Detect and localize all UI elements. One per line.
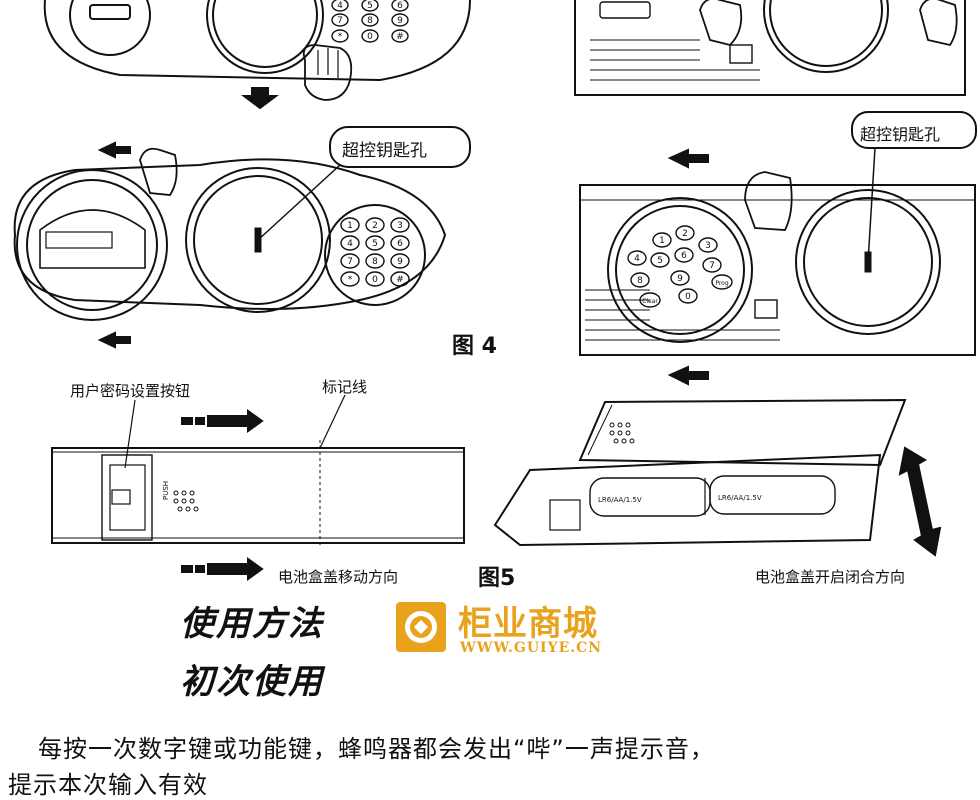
manual-diagrams: 4 5 6 7 8 9 * 0 # 1 2 3 4 5 6 7 8 9 * 0 … — [13, 0, 977, 581]
rot-key-9: 9 — [677, 274, 683, 284]
rot-key-8: 8 — [637, 276, 643, 286]
top-key-9: 9 — [397, 16, 403, 26]
rot-key-3: 3 — [705, 241, 711, 251]
battery-cover-move-label: 电池盒盖移动方向 — [278, 568, 399, 586]
logo-url: WWW.GUIYE.CN — [460, 640, 603, 656]
battery-cover-open-close-label: 电池盒盖开启闭合方向 — [755, 568, 906, 586]
fig4-left-panel — [13, 126, 471, 349]
top-key-hash: # — [396, 32, 404, 42]
rot-key-6: 6 — [681, 251, 687, 261]
battery-spec-2: LR6/AA/1.5V — [718, 494, 762, 502]
left-key-4: 4 — [347, 239, 353, 249]
left-key-1: 1 — [347, 221, 353, 231]
fig4-right-panel — [579, 111, 977, 386]
left-key-3: 3 — [397, 221, 403, 231]
left-key-2: 2 — [372, 221, 378, 231]
top-right-lock-illustration — [574, 0, 966, 96]
super-key-hole-callout-left: 超控钥匙孔 — [342, 141, 427, 161]
instruction-line-2: 提示本次输入有效 — [8, 771, 208, 799]
left-key-9: 9 — [397, 257, 403, 267]
left-key-5: 5 — [372, 239, 378, 249]
coin-logo-icon — [396, 602, 446, 652]
left-key-star: * — [348, 275, 353, 285]
left-key-hash: # — [396, 275, 404, 285]
guiye-logo-mark — [394, 598, 448, 654]
super-key-hole-callout-right: 超控钥匙孔 — [860, 125, 941, 144]
top-key-6: 6 — [397, 1, 403, 11]
figure-5-label: 图5 — [478, 566, 516, 591]
push-label: PUSH — [162, 481, 170, 500]
left-key-6: 6 — [397, 239, 403, 249]
section-title-first-use: 初次使用 — [180, 662, 324, 702]
left-key-7: 7 — [347, 257, 353, 267]
rot-key-prog: Prog — [715, 280, 729, 287]
top-key-5: 5 — [367, 1, 373, 11]
rot-key-1: 1 — [659, 236, 665, 246]
top-key-4: 4 — [337, 1, 343, 11]
rot-key-0: 0 — [685, 292, 691, 302]
rot-key-2: 2 — [682, 229, 688, 239]
top-key-7: 7 — [337, 16, 343, 26]
rot-key-7: 7 — [709, 261, 715, 271]
top-left-lock-illustration — [43, 0, 471, 110]
logo-name-cn: 柜业商城 — [458, 604, 598, 644]
section-title-usage: 使用方法 — [180, 604, 324, 644]
mark-line-label: 标记线 — [322, 378, 368, 396]
left-key-8: 8 — [372, 257, 378, 267]
fig5-right-battery-box — [493, 398, 942, 557]
rot-key-5: 5 — [657, 256, 663, 266]
instruction-line-1: 每按一次数字键或功能键，蜂鸣器都会发出“哔”一声提示音， — [38, 735, 715, 763]
top-key-0: 0 — [367, 32, 373, 42]
top-key-8: 8 — [367, 16, 373, 26]
figure-4-label: 图 4 — [452, 334, 497, 359]
top-key-star: * — [338, 32, 343, 42]
user-code-button-label: 用户密码设置按钮 — [70, 382, 191, 400]
battery-spec-1: LR6/AA/1.5V — [598, 496, 642, 504]
rot-key-clear: Clear — [642, 298, 658, 305]
fig5-left-battery-box — [51, 394, 465, 581]
rot-key-4: 4 — [634, 254, 640, 264]
left-key-0: 0 — [372, 275, 378, 285]
